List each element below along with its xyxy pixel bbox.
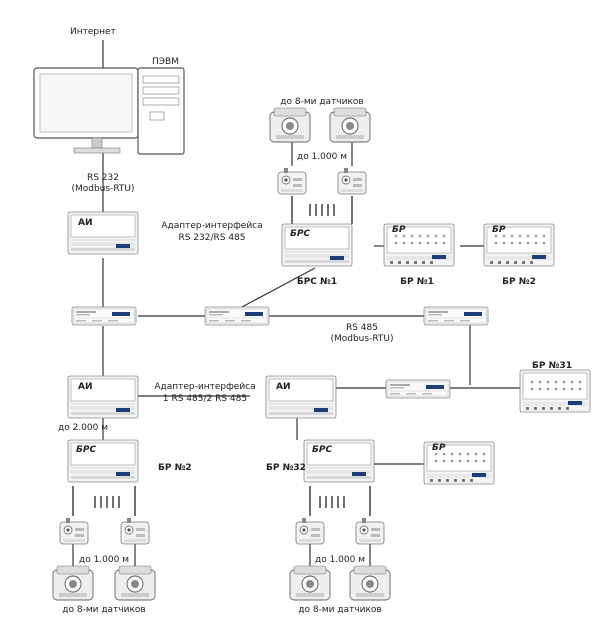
- adapter-interface-1: АИ: [67, 211, 139, 255]
- label-pc: ПЭВМ: [152, 57, 179, 67]
- label-adapter2-line1: Адаптер-интерфейса: [154, 382, 255, 392]
- label-br1: БР №1: [400, 277, 434, 287]
- brs-unit-1: БРС: [281, 223, 353, 267]
- device-mark-br1: БР: [392, 225, 406, 235]
- cable-bundle-left: [72, 486, 136, 516]
- label-distance-left: до 1.000 м: [79, 555, 129, 565]
- brs-unit-32: БРС: [303, 439, 375, 483]
- label-sensors-top: до 8-ми датчиков: [280, 97, 363, 107]
- device-mark-brs1: БРС: [290, 229, 310, 239]
- label-modbus-rtu: (Modbus-RTU): [71, 184, 134, 194]
- label-distance-2000: до 2.000 м: [58, 423, 108, 433]
- hub-center: [204, 306, 270, 326]
- device-mark-ai2: АИ: [78, 382, 93, 392]
- device-mark-ai: АИ: [78, 218, 93, 228]
- label-internet: Интернет: [70, 27, 116, 37]
- hub-right: [423, 306, 489, 326]
- cable-bundle-top: [291, 196, 353, 224]
- hub-bottom-right: [385, 379, 451, 399]
- gas-sensor-right-1: [289, 565, 331, 601]
- gas-sensor-top-right: [329, 107, 371, 143]
- label-adapter1-line1: Адаптер-интерфейса: [161, 221, 262, 231]
- connection-lines: [72, 40, 520, 566]
- gas-sensor-right-2: [349, 565, 391, 601]
- gas-sensor-top-left: [269, 107, 311, 143]
- label-sensors-right: до 8-ми датчиков: [298, 605, 381, 615]
- label-br32: БР №32: [266, 463, 306, 473]
- gas-sensor-left-1: [52, 565, 94, 601]
- hub-left: [71, 306, 137, 326]
- device-mark-brs2: БРС: [76, 445, 96, 455]
- transmitter-left-1: [59, 517, 89, 545]
- brs-unit-2: БРС: [67, 439, 139, 483]
- gas-sensor-left-2: [114, 565, 156, 601]
- label-br31: БР №31: [532, 361, 572, 371]
- label-br2-bottom: БР №2: [158, 463, 192, 473]
- device-mark-br-br: БР: [432, 443, 446, 453]
- br-unit-2-top: БР: [483, 223, 555, 267]
- br-unit-bottom-right: БР: [423, 441, 495, 485]
- cable-bundle-right: [309, 486, 371, 516]
- label-distance-right: до 1.000 м: [315, 555, 365, 565]
- br-unit-31: [519, 369, 591, 413]
- transmitter-top-right: [337, 167, 367, 195]
- adapter-interface-2: АИ: [67, 375, 139, 419]
- label-rs485: RS 485: [346, 323, 378, 333]
- adapter-interface-3: АИ: [265, 375, 337, 419]
- label-distance-top: до 1.000 м: [297, 152, 347, 162]
- transmitter-top-left: [277, 167, 307, 195]
- label-adapter2-line2: 1 RS 485/2 RS 485: [163, 394, 247, 404]
- device-mark-ai3: АИ: [276, 382, 291, 392]
- pc-workstation: [33, 67, 185, 155]
- label-modbus-rtu-2: (Modbus-RTU): [330, 334, 393, 344]
- transmitter-right-2: [355, 517, 385, 545]
- label-brs1: БРС №1: [297, 277, 337, 287]
- label-sensors-left: до 8-ми датчиков: [62, 605, 145, 615]
- device-mark-br2: БР: [492, 225, 506, 235]
- label-adapter1-line2: RS 232/RS 485: [178, 233, 245, 243]
- device-mark-brs32: БРС: [312, 445, 332, 455]
- label-rs232: RS 232: [87, 173, 119, 183]
- br-unit-1: БР: [383, 223, 455, 267]
- label-br2-top: БР №2: [502, 277, 536, 287]
- transmitter-right-1: [295, 517, 325, 545]
- transmitter-left-2: [120, 517, 150, 545]
